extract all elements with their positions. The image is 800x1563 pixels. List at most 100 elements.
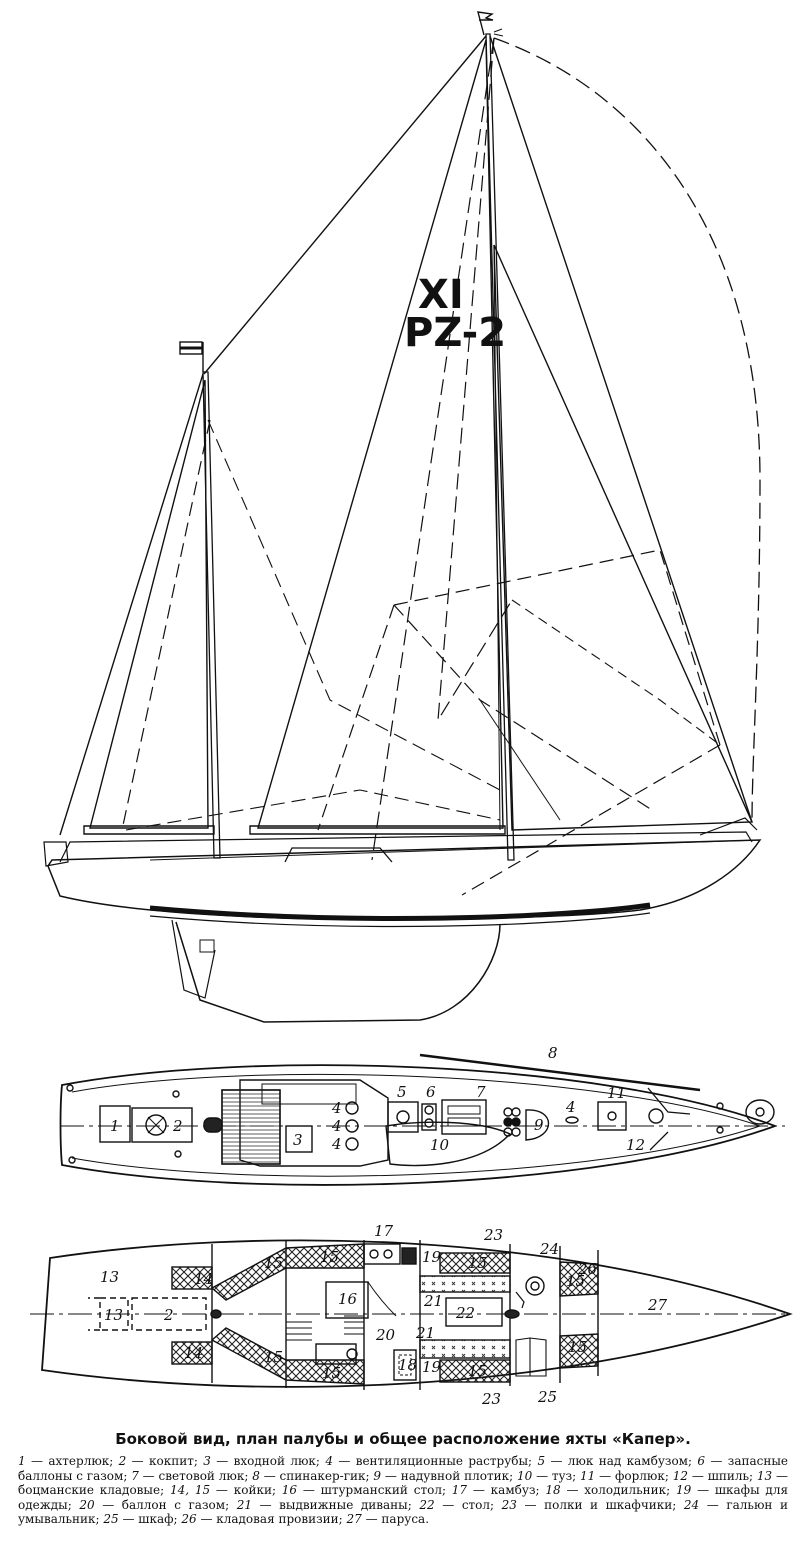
deck-label-12: 12 (626, 1136, 645, 1154)
legend-text: — кокпит; (126, 1454, 204, 1468)
keel (175, 921, 501, 1023)
deck-outline (59, 1064, 778, 1186)
layout-label-13b: 13 (104, 1306, 123, 1324)
legend-text: — надувной плотик; (381, 1468, 517, 1483)
legend-number: 9 (373, 1468, 382, 1483)
legend-text: — шкафы для одежды; (18, 1483, 789, 1512)
legend-item: 6 — запасные баллоны с газом; (18, 1454, 788, 1483)
side-view: XI PZ-2 (43, 11, 762, 1023)
mainsail (257, 39, 504, 829)
deck-label-4c: 4 (331, 1135, 342, 1153)
layout-label-22: 22 (455, 1304, 475, 1322)
legend-number: 5 (537, 1454, 546, 1468)
legend-item: 5 — люк над камбузом; (537, 1454, 697, 1468)
deck-label-4d: 4 (565, 1098, 576, 1116)
legend-item: 27 — паруса. (347, 1512, 430, 1526)
legend-text: — выдвижные диваны; (251, 1497, 420, 1512)
legend-number: 19 (675, 1483, 692, 1497)
layout-label-16: 16 (338, 1290, 358, 1308)
rudder (171, 919, 216, 999)
legend-text: — кладовая провизии; (196, 1512, 347, 1526)
legend-item: 19 — шкафы для одежды; (18, 1483, 788, 1512)
deck-label-3: 3 (293, 1131, 303, 1149)
layout-plan (30, 1239, 793, 1390)
legend-text: — гальюн и умывальник; (18, 1497, 788, 1527)
masthead-pennant (477, 11, 494, 36)
layout-label-15e: 15 (468, 1254, 487, 1272)
legend-number: 16 (281, 1483, 298, 1497)
deck-label-2: 2 (172, 1117, 183, 1135)
layout-label-15b: 15 (320, 1248, 339, 1266)
legend-text: — паруса. (361, 1512, 430, 1526)
legend-item: 25 — шкаф; (103, 1512, 181, 1526)
legend-item: 2 — кокпит; (119, 1454, 204, 1468)
deck-label-10: 10 (430, 1136, 450, 1154)
legend-text: — световой люк; (138, 1468, 253, 1483)
legend-number: 10 (516, 1468, 533, 1483)
legend-item: 21 — выдвижные диваны; (237, 1498, 420, 1512)
legend-item: 20 — баллон с газом; (79, 1498, 236, 1512)
deck-plan (59, 1053, 785, 1186)
caption-legend: 1 — ахтерлюк; 2 — кокпит; 3 — входной лю… (18, 1454, 788, 1527)
layout-label-15h: 15 (568, 1338, 587, 1356)
legend-number: 20 (79, 1497, 95, 1512)
layout-label-21a: 21 (423, 1292, 443, 1310)
layout-label-15a: 15 (264, 1254, 283, 1272)
layout-label-23a: 23 (483, 1226, 503, 1244)
legend-number: 22 (419, 1497, 435, 1512)
layout-plan-labels: 13 13 2 14 14 15 15 15 15 15 15 15 15 16… (100, 1222, 668, 1408)
layout-outline (41, 1239, 793, 1388)
legend-item: 24 — гальюн и умывальник; (18, 1498, 788, 1527)
legend-item: 14, 15 — койки; (170, 1483, 282, 1497)
layout-label-21b: 21 (415, 1324, 435, 1342)
legend-item: 12 — шпиль; (673, 1469, 757, 1483)
legend-text: — холодильник; (560, 1483, 676, 1497)
legend-number: 2 (118, 1454, 127, 1468)
legend-text: — спинакер-гик; (259, 1468, 374, 1483)
legend-number: 17 (451, 1483, 468, 1497)
layout-label-15c: 15 (264, 1348, 283, 1366)
yacht-drawing: XI PZ-2 (30, 11, 793, 1408)
main-boom (249, 825, 506, 835)
spinnaker-outline (493, 37, 761, 821)
legend-number: 11 (580, 1468, 596, 1483)
legend-text: — люк над камбузом; (545, 1454, 698, 1468)
legend-text: — шпиль; (688, 1468, 757, 1483)
legend-item: 10 — туз; (517, 1469, 580, 1483)
mizzen-boom (83, 825, 215, 835)
sail-number-text: PZ-2 (404, 310, 506, 356)
deck-label-7: 7 (476, 1083, 486, 1101)
legend-number: 6 (697, 1454, 706, 1468)
legend-text: — ахтерлюк; (25, 1454, 119, 1468)
legend-text: — стол; (434, 1497, 502, 1512)
deck-label-9: 9 (534, 1116, 544, 1134)
legend-text: — полки и шкафчики; (516, 1497, 684, 1512)
legend-text: — шкаф; (118, 1512, 182, 1526)
layout-label-19a: 19 (422, 1248, 442, 1266)
deck-label-4a: 4 (331, 1099, 342, 1117)
layout-label-15f: 15 (468, 1362, 487, 1380)
legend-item: 18 — холодильник; (545, 1483, 676, 1497)
legend-item: 4 — вентиляционные раструбы; (325, 1454, 537, 1468)
legend-number: 26 (181, 1512, 197, 1526)
figure-caption: Боковой вид, план палубы и общее располо… (18, 1430, 788, 1527)
legend-item: 7 — световой люк; (131, 1469, 252, 1483)
deck-label-5: 5 (397, 1083, 407, 1101)
legend-number: 13 (756, 1468, 773, 1483)
legend-item: 11 — форлюк; (580, 1469, 673, 1483)
legend-text: — входной люк; (210, 1454, 326, 1468)
main-mast (485, 33, 515, 861)
layout-label-25: 25 (537, 1388, 557, 1406)
legend-number: 4 (325, 1454, 333, 1468)
mainmast-backstay (203, 35, 487, 375)
layout-label-15d: 15 (322, 1364, 341, 1382)
layout-label-14b: 14 (184, 1344, 203, 1362)
legend-number: 23 (501, 1497, 517, 1512)
layout-label-15g: 15 (566, 1272, 585, 1290)
legend-text: — баллон с газом; (94, 1497, 237, 1512)
layout-label-23b: 23 (481, 1390, 501, 1408)
layout-label-14a: 14 (194, 1270, 213, 1288)
legend-item: 1 — ахтерлюк; (18, 1454, 119, 1468)
deck-label-11: 11 (607, 1084, 626, 1102)
deck-plan-labels: 1 2 3 4 4 4 5 6 7 8 9 4 10 11 12 (110, 1044, 645, 1154)
